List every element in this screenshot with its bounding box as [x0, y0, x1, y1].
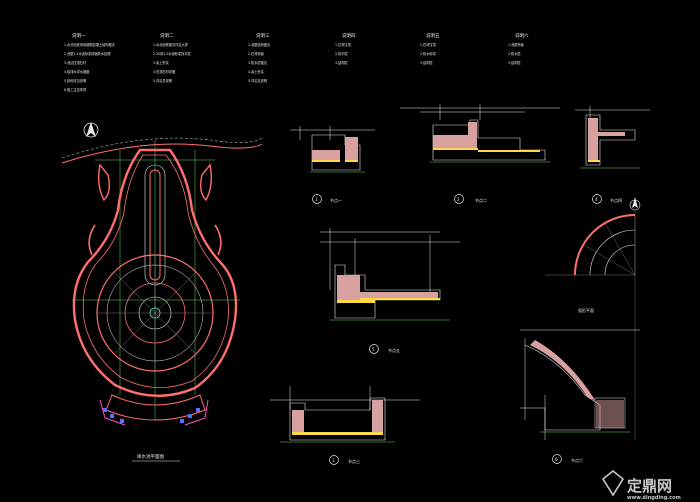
- notes-line: 5.详见总说明: [248, 78, 267, 83]
- notes-line: 1.石材压顶: [420, 42, 437, 47]
- notes-column-1: 说明一 1.水池池底采用钢筋混凝土结构做法 2.池壁1:2水泥砂浆抹面防水处理 …: [64, 32, 115, 92]
- plan-title: 喷水池平面图: [137, 453, 164, 460]
- notes-line: 5.详见总说明: [153, 78, 172, 83]
- notes-line: 6.施工注意事项: [64, 87, 87, 92]
- notes-line: 1.石材压顶: [335, 42, 352, 47]
- notes-column-5: 说明五 1.石材压顶 2.防水砂浆 3.结构层: [420, 32, 440, 65]
- notes-line: 2.防水砂浆: [420, 51, 437, 56]
- watermark-domain: www.dingding.com: [627, 495, 681, 501]
- notes-line: 3.结构层: [508, 60, 521, 65]
- notes-line: 4.压顶石材详图: [153, 69, 175, 74]
- section-label-2: 节点二: [475, 197, 487, 203]
- watermark-logo-icon: [601, 469, 625, 497]
- section-label-6: 节点六: [571, 457, 583, 463]
- notes-line: 3.结构层: [420, 60, 433, 65]
- notes-line: 1.池壁饰面: [508, 42, 524, 47]
- notes-line: 2.20厚1:2水泥砂浆找平层: [153, 51, 191, 56]
- arc-plan: 弧形平面: [545, 197, 641, 440]
- notes-line: 1.水池池底采用钢筋混凝土结构做法: [64, 42, 115, 47]
- arc-plan-label: 弧形平面: [578, 307, 594, 313]
- section-detail-2: 2 节点二: [400, 104, 560, 204]
- notes-line: 3.素土夯实: [153, 60, 169, 65]
- watermark-brand: 定鼎网: [627, 477, 672, 495]
- section-mark-5: 5: [372, 347, 375, 352]
- notes-title: 说明一: [72, 32, 86, 39]
- section-mark-4: 4: [595, 197, 598, 202]
- section-label-1: 节点一: [330, 197, 342, 203]
- section-mark-6: 6: [555, 457, 558, 462]
- section-label-3: 节点三: [348, 458, 360, 464]
- notes-column-6: 说明六 1.池壁饰面 2.防水层 3.结构层: [508, 32, 529, 65]
- notes-line: 2.找平层: [335, 51, 348, 56]
- notes-title: 说明四: [342, 32, 356, 39]
- plan-paving-edge: [99, 399, 209, 426]
- notes-column-2: 说明二 1.水池池底做法详见大样 2.20厚1:2水泥砂浆找平层 3.素土夯实 …: [153, 32, 191, 83]
- section-detail-1: 1 节点一: [290, 126, 375, 204]
- fountain-plan: 喷水池平面图: [61, 137, 263, 462]
- notes-line: 2.石材饰面: [248, 51, 264, 56]
- notes-title: 说明二: [160, 32, 174, 39]
- notes-line: 5.其他详见说明: [64, 78, 86, 83]
- watermark: 定鼎网 www.dingding.com: [601, 469, 681, 501]
- notes-line: 2.池壁1:2水泥砂浆抹面防水处理: [64, 51, 111, 56]
- section-label-4: 节点四: [610, 197, 622, 203]
- notes-line: 3.池边压顶石材: [64, 60, 87, 65]
- notes-line: 3.防水层做法: [248, 60, 267, 65]
- notes-title: 说明五: [426, 32, 440, 39]
- section-label-5: 节点五: [388, 347, 400, 353]
- north-arrow-icon: [629, 197, 641, 211]
- notes-line: 1.水池池底做法详见大样: [153, 42, 189, 47]
- section-mark-3: 3: [332, 458, 335, 463]
- notes-line: 3.结构层: [335, 60, 348, 65]
- section-detail-6: 6 节点六: [520, 329, 640, 464]
- notes-line: 4.素土夯实: [248, 69, 264, 74]
- section-detail-5: 5 节点五: [320, 228, 460, 354]
- notes-line: 1.池壁结构做法: [248, 42, 270, 47]
- notes-line: 2.防水层: [508, 51, 521, 56]
- notes-column-4: 说明四 1.石材压顶 2.找平层 3.结构层: [335, 32, 356, 65]
- notes-title: 说明三: [256, 32, 270, 39]
- section-mark-1: 1: [315, 197, 318, 202]
- notes-column-3: 说明三 1.池壁结构做法 2.石材饰面 3.防水层做法 4.素土夯实 5.详见总…: [248, 32, 270, 83]
- section-detail-4: 4 节点四: [575, 106, 650, 204]
- plan-radial-lines: [97, 255, 213, 371]
- plan-shrub-marks: [103, 408, 200, 423]
- notes-line: 4.给排水详水施图: [64, 69, 89, 74]
- north-arrow-icon: [83, 122, 99, 138]
- notes-title: 说明六: [515, 32, 529, 39]
- notes-block: 说明一 1.水池池底采用钢筋混凝土结构做法 2.池壁1:2水泥砂浆抹面防水处理 …: [64, 32, 529, 92]
- section-mark-2: 2: [457, 197, 460, 202]
- section-detail-3: 3 节点三: [270, 386, 420, 465]
